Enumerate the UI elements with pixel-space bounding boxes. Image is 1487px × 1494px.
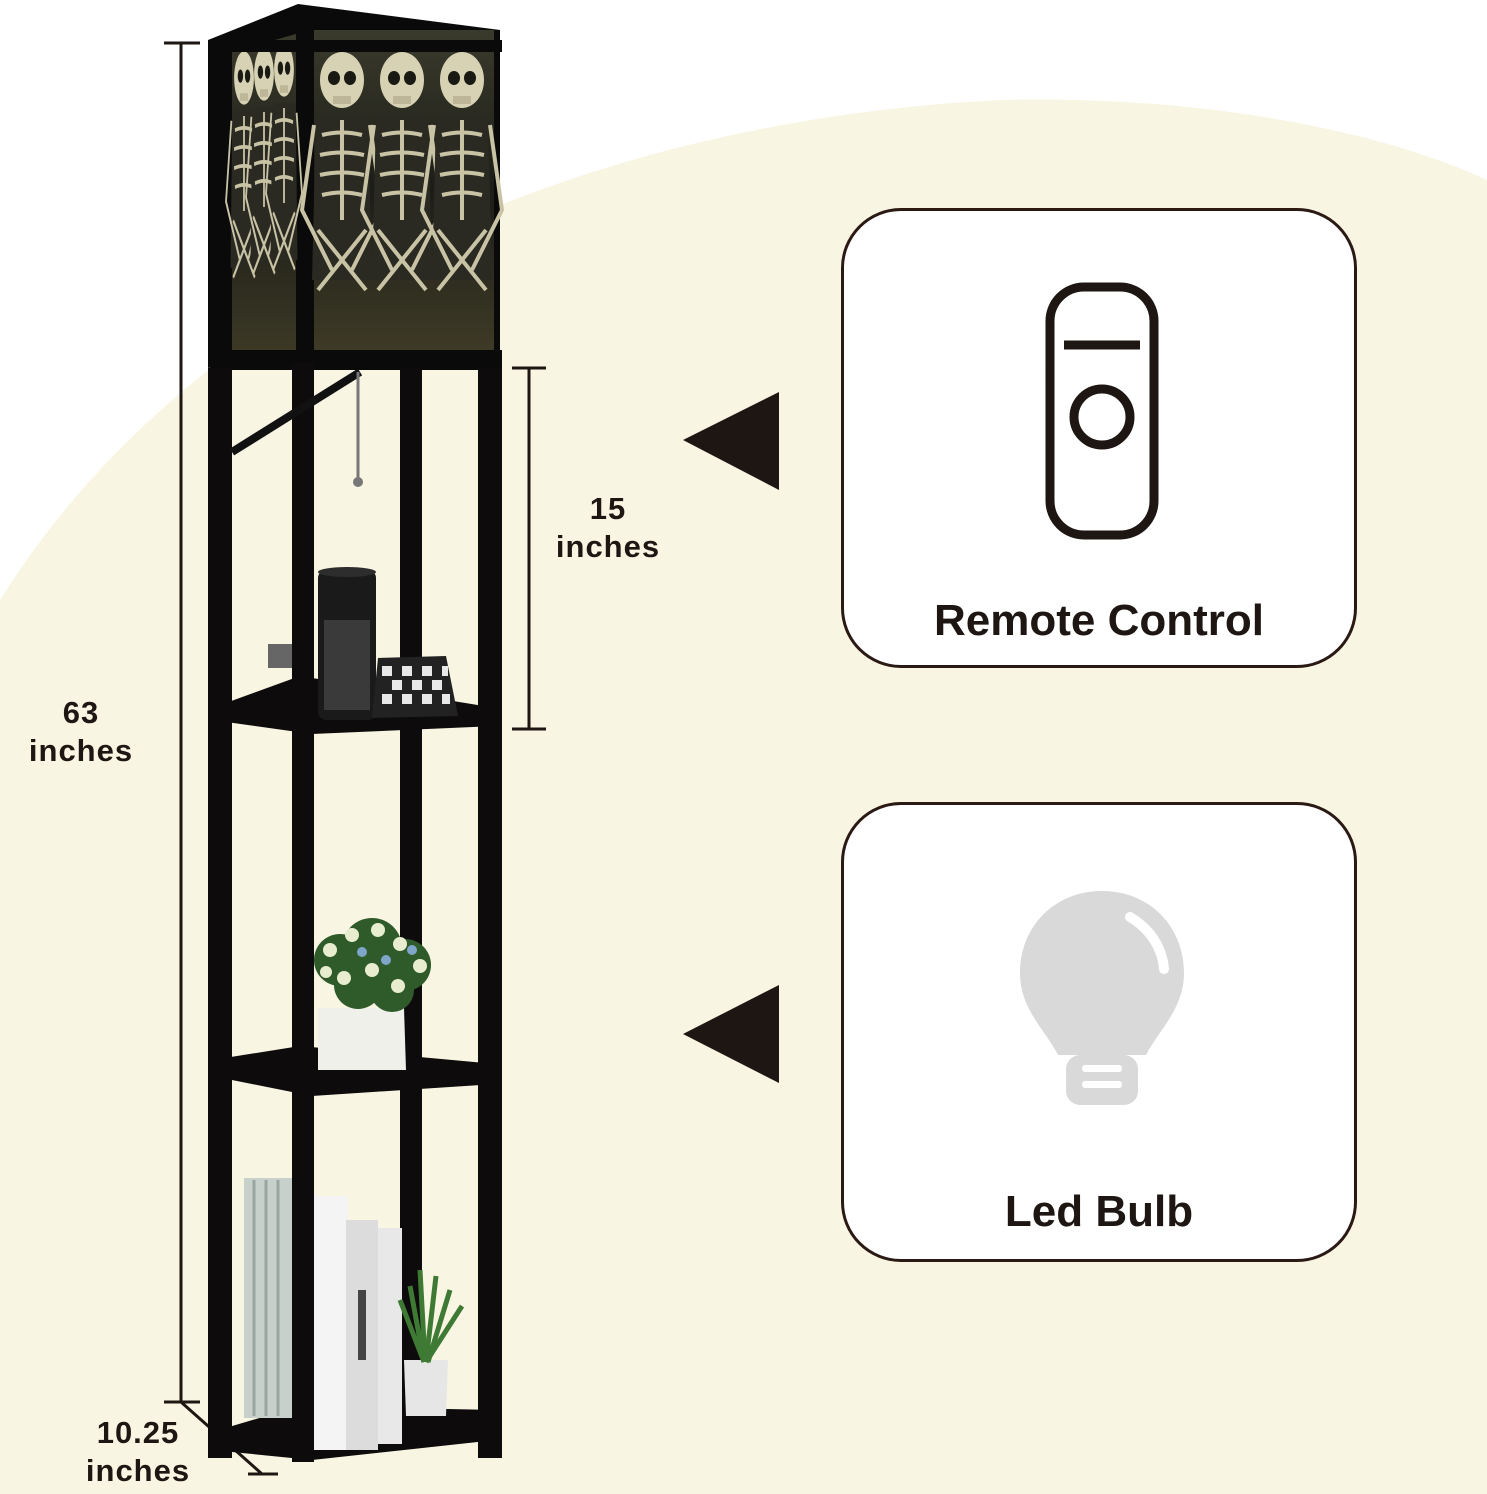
- height-value: 63: [62, 695, 100, 730]
- height-unit: inches: [28, 733, 134, 768]
- base-value: 10.25: [96, 1415, 180, 1450]
- books: [244, 1178, 402, 1450]
- flower-pot: [314, 918, 431, 1070]
- pointer-arrow-bulb: [683, 985, 779, 1083]
- base-dimension-label: 10.25 inches: [76, 1414, 200, 1490]
- remote-control-label: Remote Control: [934, 596, 1264, 645]
- led-bulb-label: Led Bulb: [1004, 1187, 1194, 1236]
- potted-plant: [397, 1269, 465, 1416]
- shelf-gap-dimension-label: 15 inches: [548, 490, 668, 566]
- shelf-gap-value: 15: [589, 491, 627, 526]
- led-bulb-card: Led Bulb: [841, 802, 1357, 1262]
- shelf-gap-unit: inches: [555, 529, 661, 564]
- base-unit: inches: [85, 1453, 191, 1488]
- power-cord: [229, 368, 363, 456]
- led-bulb-icon: [1020, 891, 1184, 1105]
- shelf-gap-dimension-line: [512, 366, 546, 731]
- remote-control-icon: [1045, 282, 1159, 540]
- lamp-shade: [208, 4, 504, 370]
- height-dimension-label: 63 inches: [20, 694, 142, 770]
- remote-control-card: Remote Control: [841, 208, 1357, 668]
- pointer-arrow-remote: [683, 392, 779, 490]
- usb-hub: [268, 644, 292, 668]
- smart-speaker: [318, 567, 376, 720]
- chess-board: [372, 656, 458, 718]
